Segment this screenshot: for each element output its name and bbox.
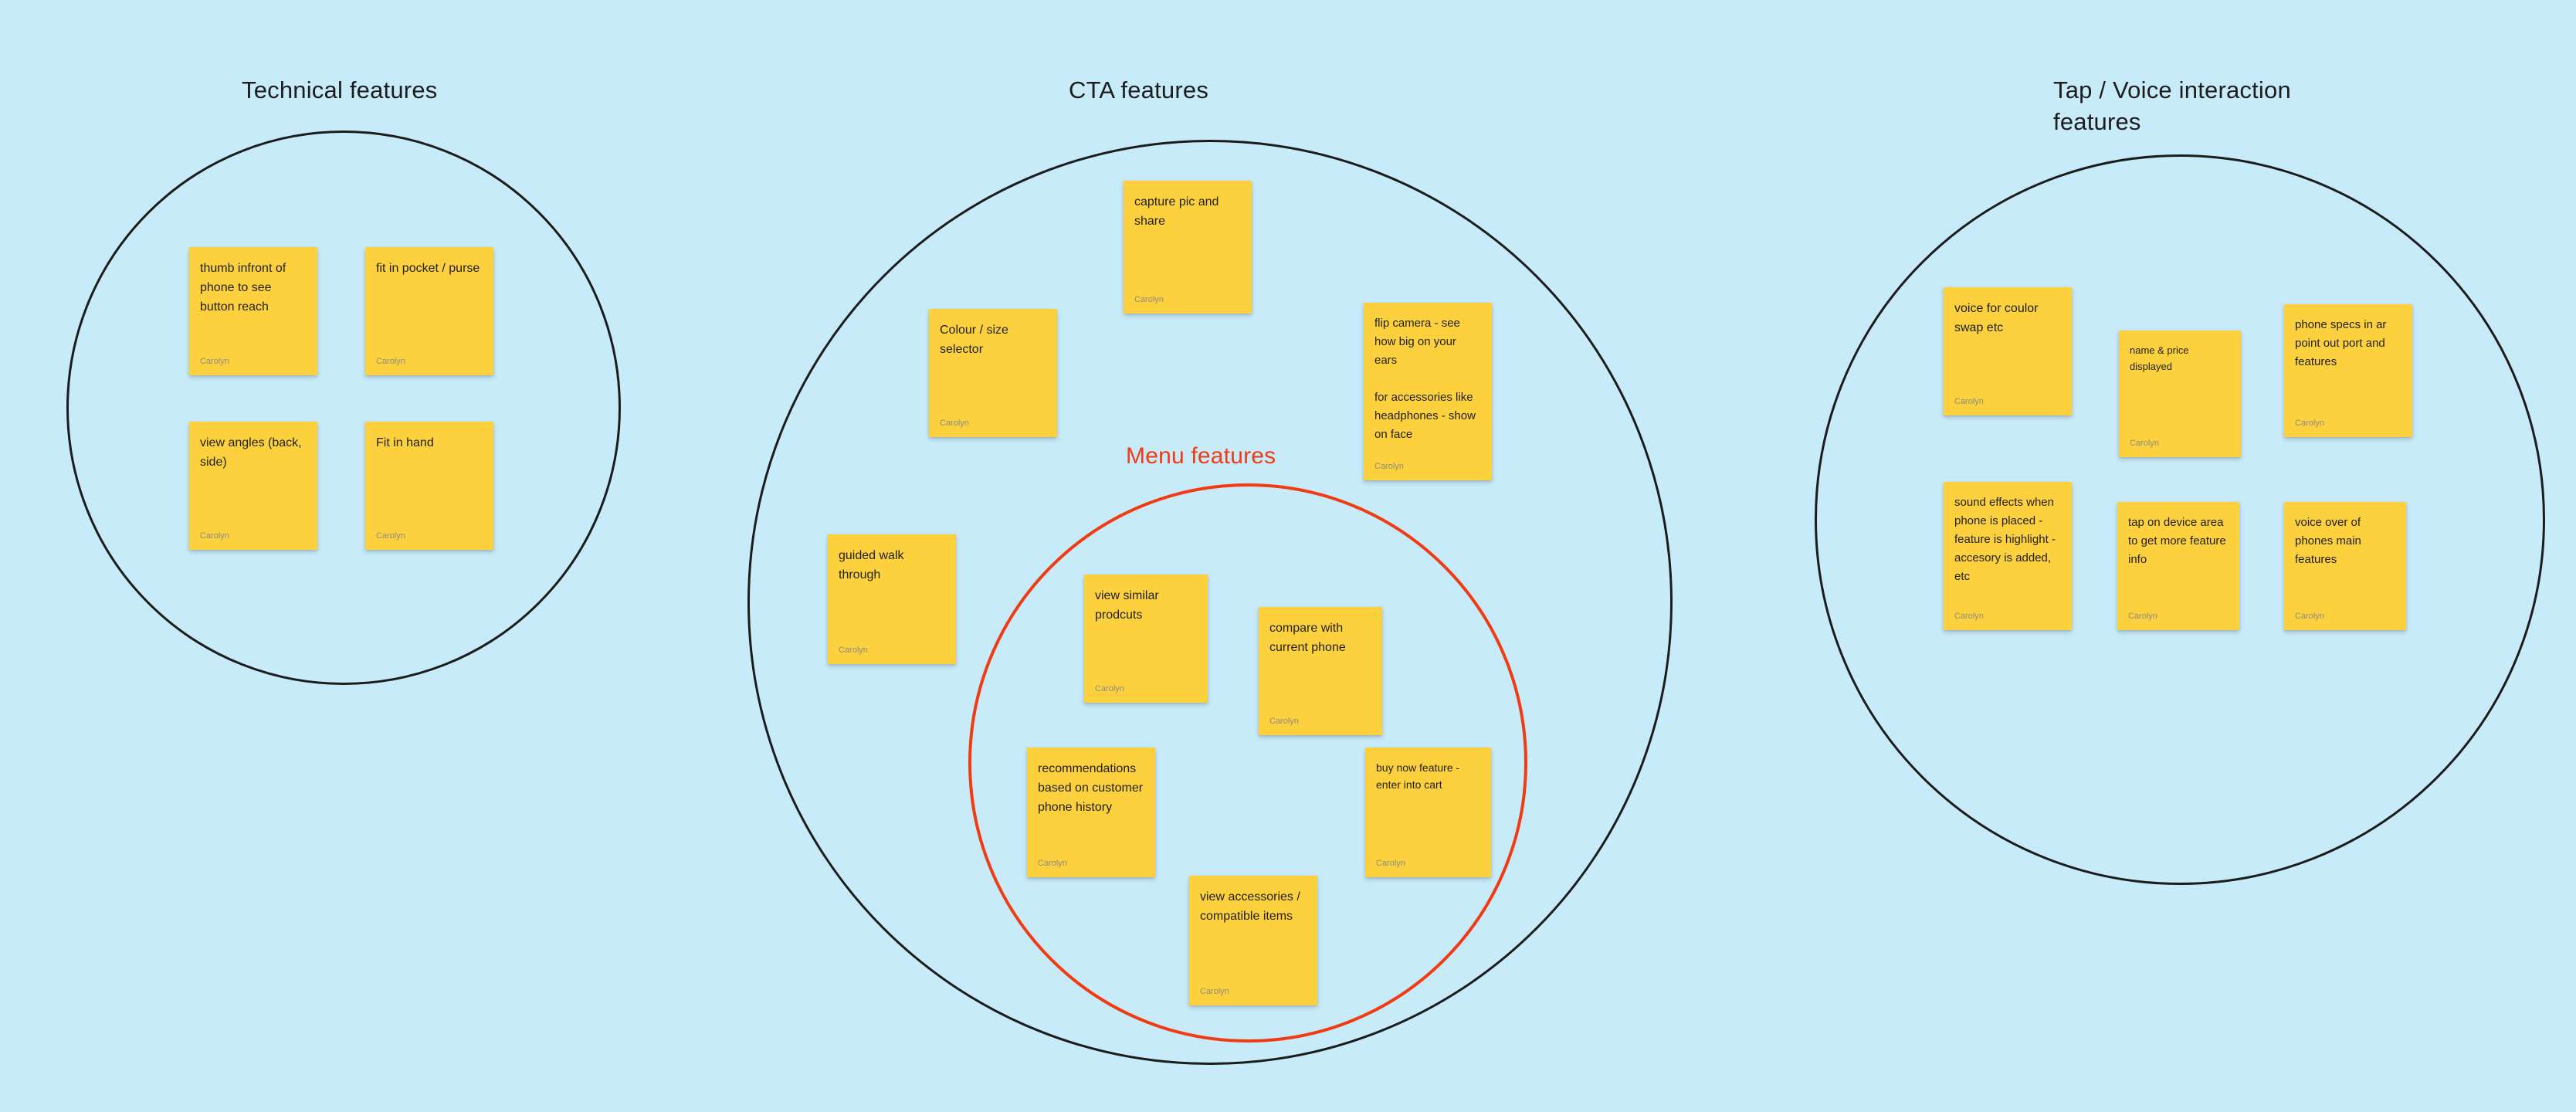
sticky-note-author: Carolyn bbox=[1095, 684, 1124, 693]
sticky-note-text: thumb infront of phone to see button rea… bbox=[200, 262, 290, 314]
sticky-note-author: Carolyn bbox=[839, 646, 868, 655]
sticky-note-author: Carolyn bbox=[2128, 612, 2157, 621]
sticky-note-author: Carolyn bbox=[200, 357, 229, 366]
cta-circle[interactable] bbox=[747, 140, 1673, 1065]
sticky-note-text: Colour / size selector bbox=[940, 324, 1012, 356]
sticky-note[interactable]: flip camera - see how big on your ears f… bbox=[1364, 303, 1492, 480]
sticky-note-author: Carolyn bbox=[2130, 439, 2159, 448]
sticky-note[interactable]: guided walk through Carolyn bbox=[828, 534, 956, 664]
sticky-note-text: flip camera - see how big on your ears f… bbox=[1374, 317, 1476, 441]
sticky-note[interactable]: thumb infront of phone to see button rea… bbox=[189, 247, 317, 375]
sticky-note[interactable]: sound effects when phone is placed - fea… bbox=[1944, 482, 2072, 630]
sticky-note[interactable]: Colour / size selector Carolyn bbox=[929, 309, 1057, 437]
sticky-note[interactable]: fit in pocket / purse Carolyn bbox=[365, 247, 493, 375]
sticky-note-author: Carolyn bbox=[1376, 859, 1405, 868]
sticky-note[interactable]: capture pic and share Carolyn bbox=[1124, 181, 1252, 314]
sticky-note-text: view similar prodcuts bbox=[1095, 589, 1163, 622]
sticky-note-text: voice for coulor swap etc bbox=[1954, 302, 2042, 334]
sticky-note[interactable]: recommendations based on customer phone … bbox=[1027, 748, 1155, 877]
sticky-note-author: Carolyn bbox=[1200, 987, 1229, 996]
sticky-note[interactable]: name & price displayed Carolyn bbox=[2119, 331, 2241, 457]
sticky-note-author: Carolyn bbox=[2295, 419, 2324, 428]
sticky-note-author: Carolyn bbox=[940, 419, 969, 428]
sticky-note-text: view accessories / compatible items bbox=[1200, 890, 1304, 923]
sticky-note-author: Carolyn bbox=[1269, 717, 1299, 726]
sticky-note-author: Carolyn bbox=[376, 357, 405, 366]
sticky-note[interactable]: voice over of phones main features Carol… bbox=[2284, 502, 2406, 630]
sticky-note[interactable]: Fit in hand Carolyn bbox=[365, 422, 493, 550]
sticky-note-text: fit in pocket / purse bbox=[376, 262, 480, 275]
sticky-note-text: tap on device area to get more feature i… bbox=[2128, 516, 2229, 566]
sticky-note-author: Carolyn bbox=[1954, 612, 1984, 621]
sticky-note-text: compare with current phone bbox=[1269, 622, 1347, 654]
technical-circle[interactable] bbox=[66, 131, 621, 685]
sticky-note-author: Carolyn bbox=[200, 531, 229, 541]
menu-circle[interactable] bbox=[968, 483, 1527, 1042]
sticky-note[interactable]: buy now feature - enter into cart Caroly… bbox=[1365, 748, 1491, 877]
sticky-note-text: sound effects when phone is placed - fea… bbox=[1954, 496, 2059, 583]
section-title-technical[interactable]: Technical features bbox=[242, 76, 438, 103]
sticky-note-author: Carolyn bbox=[376, 531, 405, 541]
sticky-note-text: recommendations based on customer phone … bbox=[1038, 762, 1147, 814]
section-title-cta[interactable]: CTA features bbox=[1069, 76, 1209, 103]
sticky-note-author: Carolyn bbox=[1374, 462, 1404, 471]
sticky-note[interactable]: compare with current phone Carolyn bbox=[1259, 607, 1382, 735]
sticky-note[interactable]: view accessories / compatible items Caro… bbox=[1189, 876, 1317, 1005]
sticky-note-author: Carolyn bbox=[1134, 295, 1164, 304]
sticky-note-text: buy now feature - enter into cart bbox=[1376, 761, 1463, 791]
sticky-note-text: view angles (back, side) bbox=[200, 436, 306, 469]
section-title-menu[interactable]: Menu features bbox=[1126, 443, 1276, 469]
sticky-note[interactable]: view angles (back, side) Carolyn bbox=[189, 422, 317, 550]
sticky-note-text: capture pic and share bbox=[1134, 195, 1222, 228]
sticky-note-text: phone specs in ar point out port and fea… bbox=[2295, 318, 2390, 368]
sticky-note-author: Carolyn bbox=[1954, 397, 1984, 406]
sticky-note[interactable]: view similar prodcuts Carolyn bbox=[1084, 575, 1208, 703]
sticky-note-text: name & price displayed bbox=[2130, 344, 2192, 372]
sticky-note[interactable]: voice for coulor swap etc Carolyn bbox=[1944, 287, 2072, 415]
tap-voice-circle[interactable] bbox=[1815, 154, 2545, 885]
sticky-note[interactable]: tap on device area to get more feature i… bbox=[2117, 502, 2239, 630]
sticky-note-text: voice over of phones main features bbox=[2295, 516, 2365, 566]
sticky-note-author: Carolyn bbox=[2295, 612, 2324, 621]
sticky-note[interactable]: phone specs in ar point out port and fea… bbox=[2284, 304, 2412, 437]
section-title-tap-voice[interactable]: Tap / Voice interaction features bbox=[2053, 76, 2291, 135]
sticky-note-author: Carolyn bbox=[1038, 859, 1067, 868]
sticky-note-text: guided walk through bbox=[839, 549, 907, 581]
sticky-note-text: Fit in hand bbox=[376, 436, 434, 449]
